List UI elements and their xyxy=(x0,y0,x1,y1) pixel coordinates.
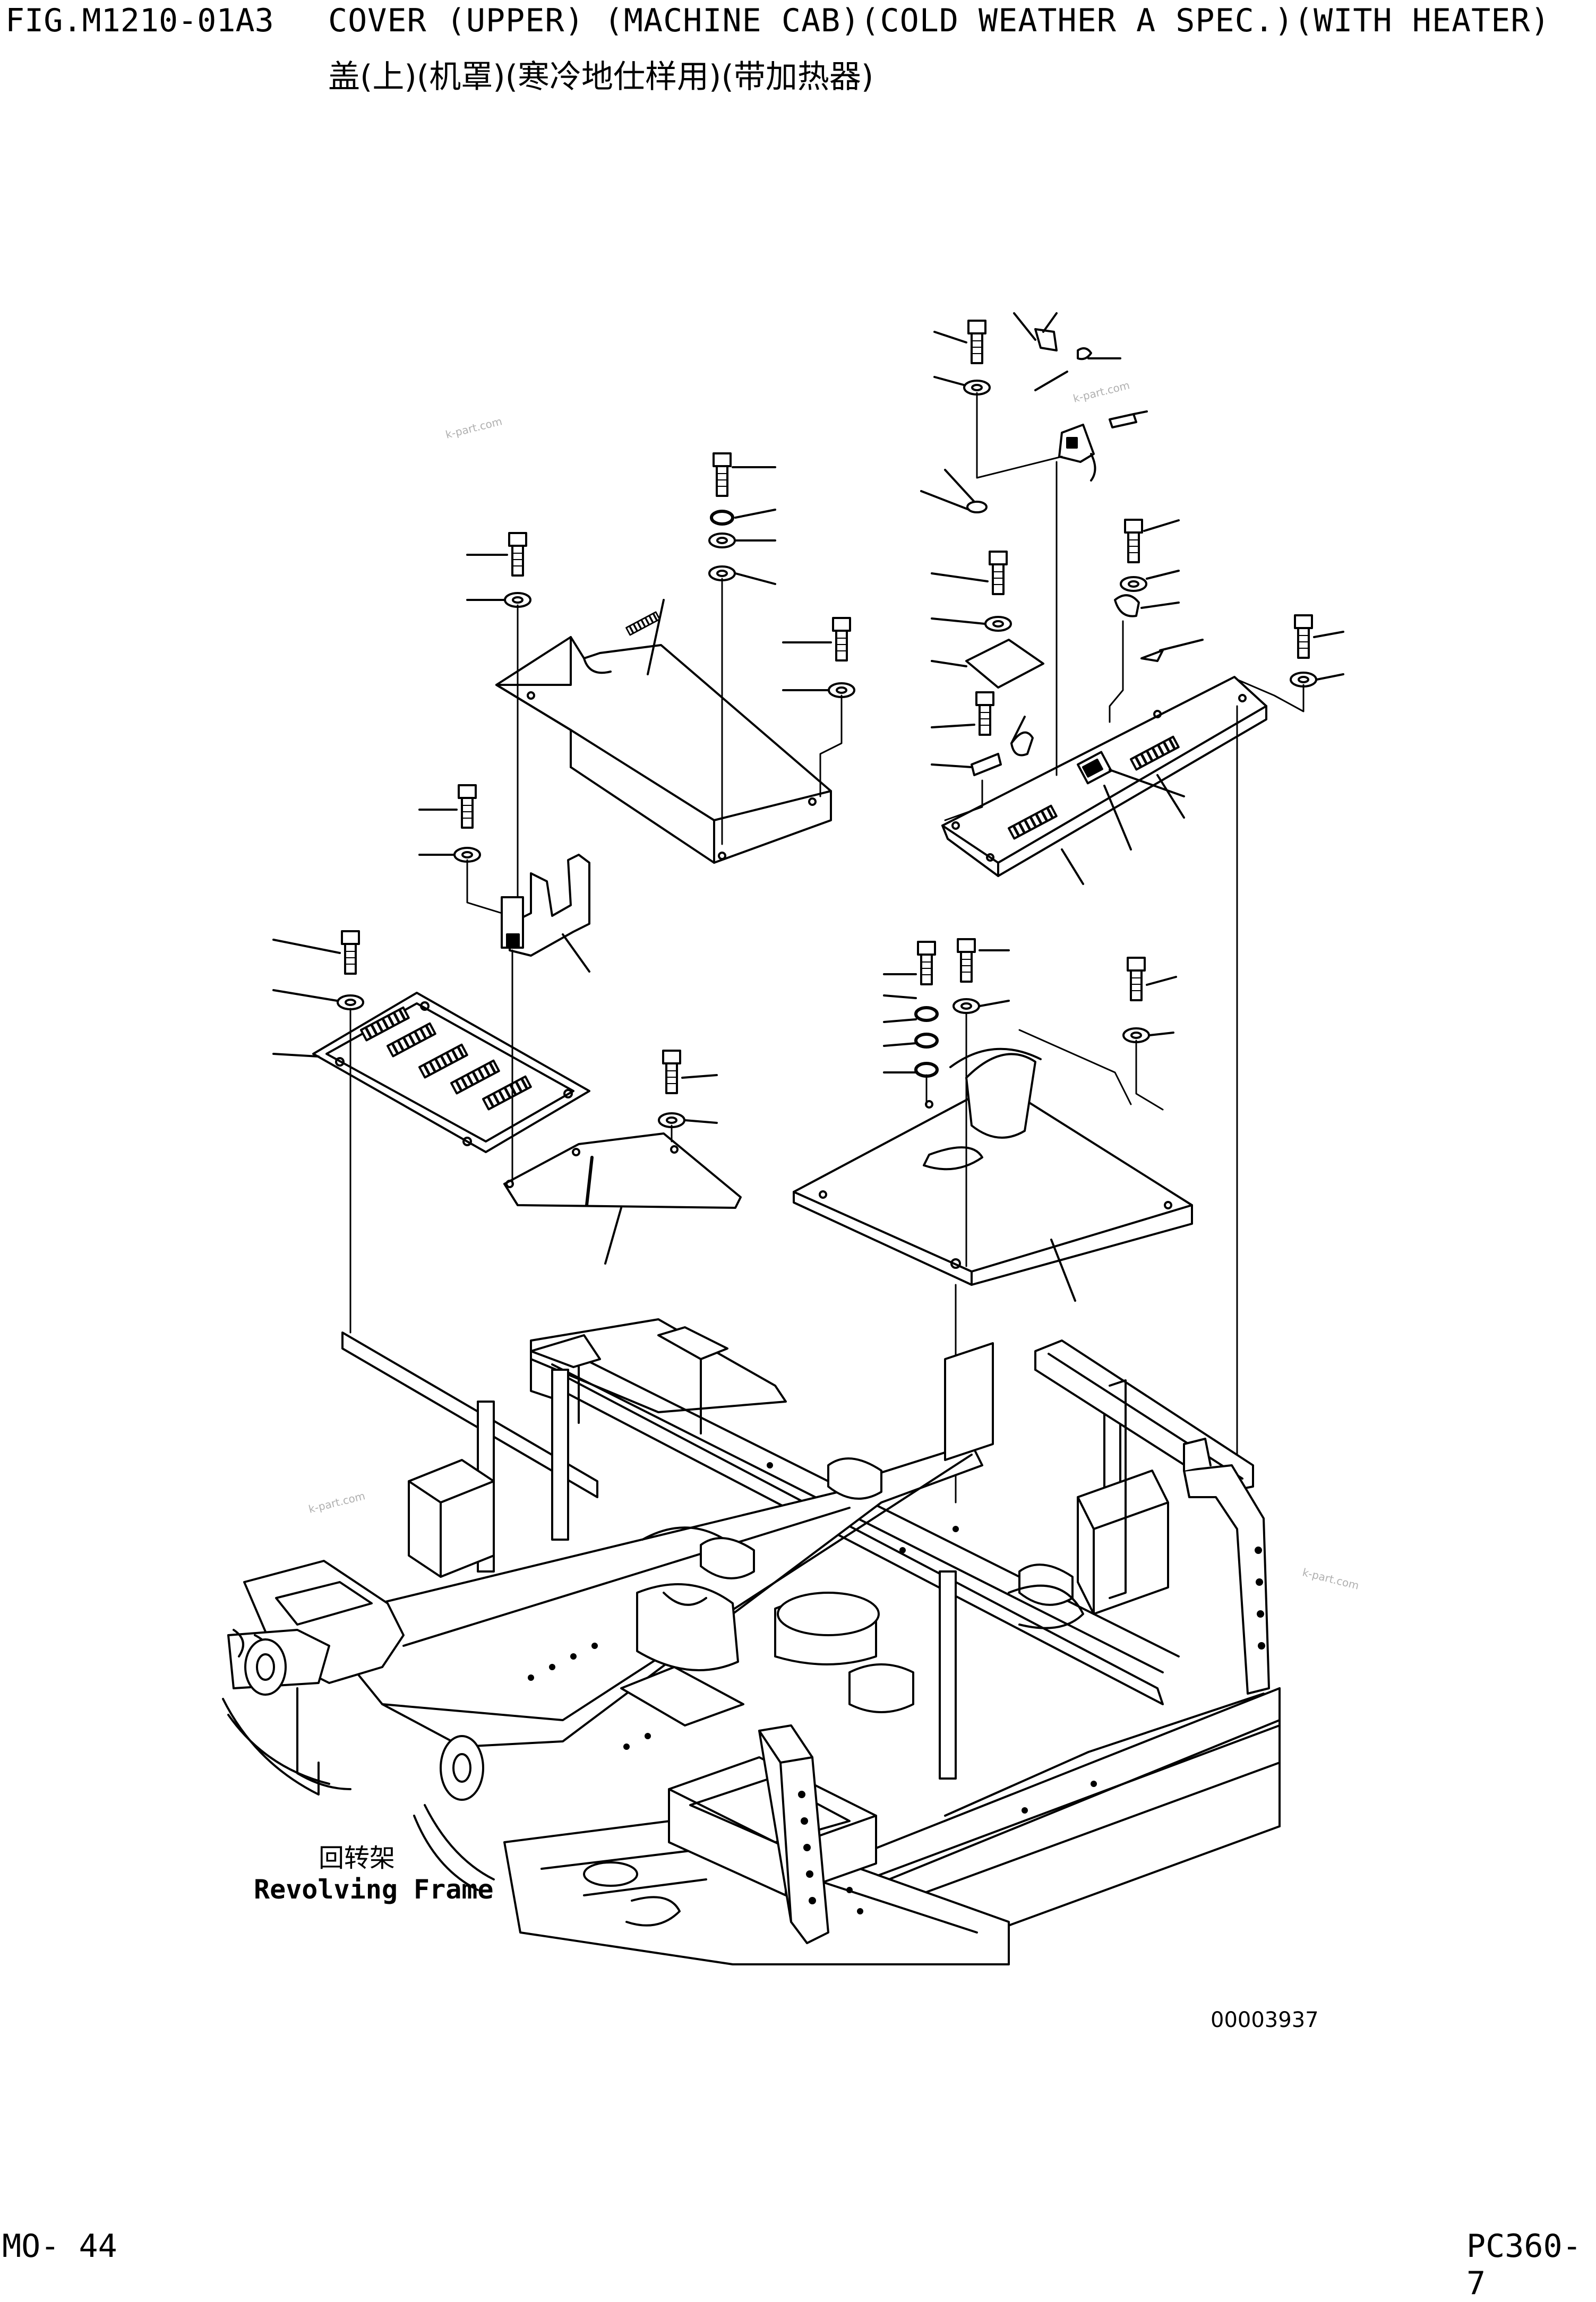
triangle-plate xyxy=(503,1050,742,1265)
bracket xyxy=(418,684,590,973)
alignment-lines xyxy=(349,705,1238,1504)
control-panel-cover xyxy=(625,519,1344,885)
grated-panel xyxy=(272,930,590,1153)
frame-label-chinese: 回转架 xyxy=(319,1843,396,1873)
revolving-frame xyxy=(222,1318,1281,1965)
page-number: MO- 44 xyxy=(2,2228,117,2265)
title-chinese: 盖(上)(机罩)(寒冷地仕样用)(带加热器) xyxy=(328,58,874,96)
box-cover xyxy=(495,599,832,864)
title-english: COVER (UPPER) (MACHINE CAB)(COLD WEATHER… xyxy=(328,2,1550,39)
drawing-number: 00003937 xyxy=(1211,2008,1319,2032)
machine-model: PC360-7 xyxy=(1466,2228,1582,2302)
frame-label-english: Revolving Frame xyxy=(254,1874,494,1905)
floor-plate xyxy=(793,938,1193,1302)
latch-assembly xyxy=(920,312,1148,776)
figure-code: FIG.M1210-01A3 xyxy=(5,2,274,39)
fasteners-box-cover xyxy=(466,452,855,845)
